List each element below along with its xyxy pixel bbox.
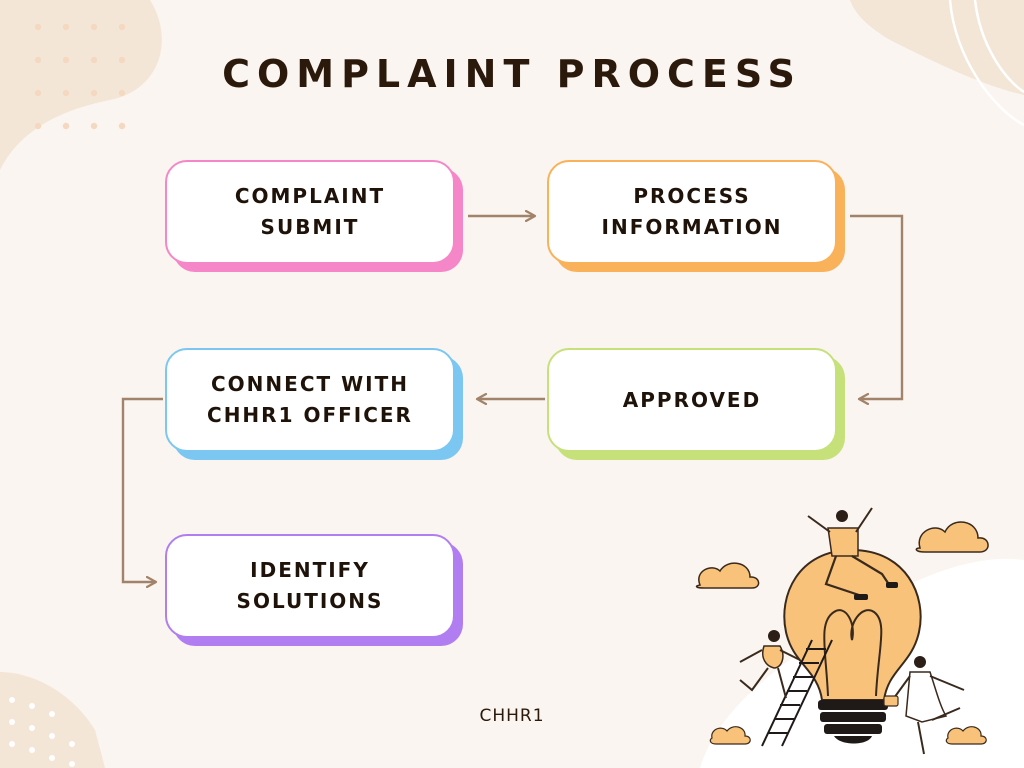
step-card: IDENTIFY SOLUTIONS	[165, 534, 455, 638]
top-left-blob	[0, 0, 162, 170]
top-left-dot-grid	[34, 23, 126, 130]
cloud-icon	[915, 521, 989, 553]
person-icon	[739, 630, 801, 699]
ladder-icon	[761, 639, 833, 747]
step-card: COMPLAINT SUBMIT	[165, 160, 455, 264]
step-label: CONNECT WITH CHHR1 OFFICER	[207, 372, 413, 427]
step-process-information: PROCESS INFORMATION	[547, 160, 845, 272]
cloud-icon	[709, 726, 751, 745]
footer-brand: CHHR1	[479, 706, 545, 726]
step-connect-officer: CONNECT WITH CHHR1 OFFICER	[165, 348, 463, 460]
light-bulb-icon	[783, 548, 922, 744]
step-approved: APPROVED	[547, 348, 845, 460]
top-right-ring-inner	[973, 0, 1024, 94]
step-card: PROCESS INFORMATION	[547, 160, 837, 264]
step-complaint-submit: COMPLAINT SUBMIT	[165, 160, 463, 272]
bottom-left-dot-grid	[9, 697, 75, 767]
step-label: PROCESS INFORMATION	[601, 184, 783, 239]
bottom-left-blob	[0, 672, 105, 768]
cloud-icon	[695, 562, 760, 589]
step-card: APPROVED	[547, 348, 837, 452]
cloud-icon	[945, 726, 987, 745]
page-title: COMPLAINT PROCESS	[222, 52, 802, 96]
step-identify-solutions: IDENTIFY SOLUTIONS	[165, 534, 463, 646]
step-label: APPROVED	[622, 387, 762, 412]
person-icon	[883, 656, 965, 755]
step-label: IDENTIFY SOLUTIONS	[236, 558, 384, 613]
step-label: COMPLAINT SUBMIT	[234, 184, 386, 239]
arrow-connect-to-identify	[121, 397, 163, 582]
top-right-ring	[948, 0, 1024, 127]
step-card: CONNECT WITH CHHR1 OFFICER	[165, 348, 455, 452]
arrow-process-to-approved	[850, 214, 904, 399]
person-icon	[807, 507, 898, 600]
